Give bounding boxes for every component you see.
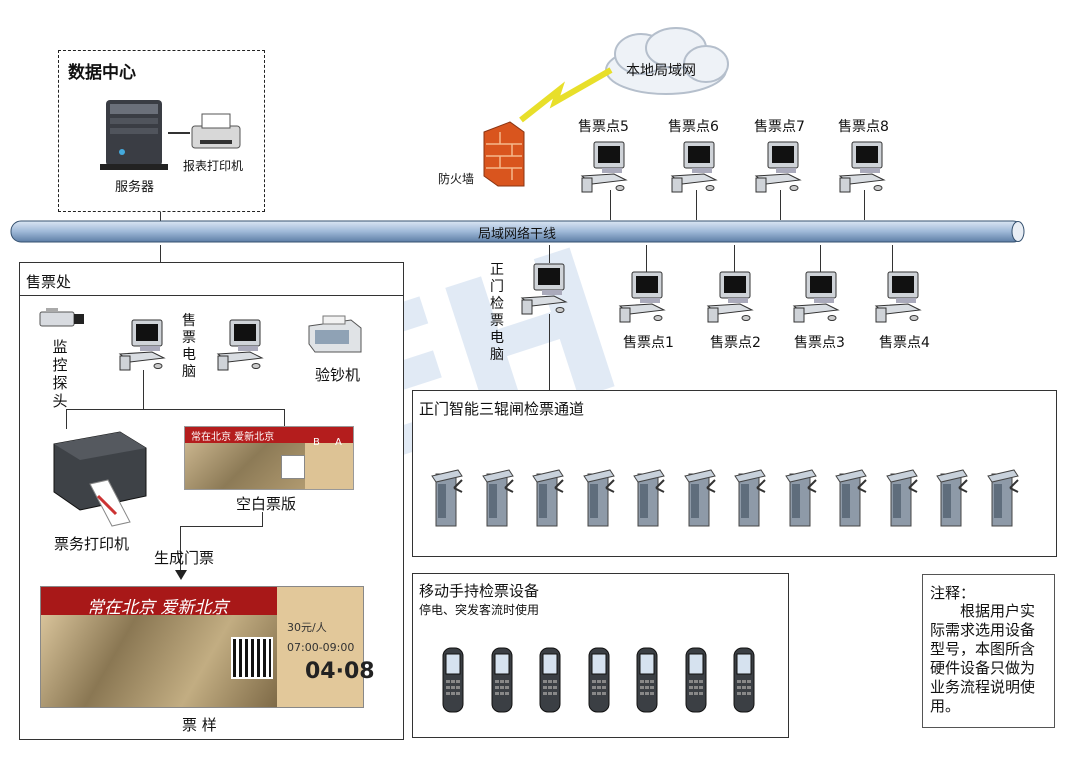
turnstile-icon: [633, 469, 665, 527]
backbone-label: 局域网络干线: [478, 227, 557, 242]
sale-pc-icon: [119, 319, 165, 371]
turnstile-icon: [431, 469, 463, 527]
data-center-box: [58, 50, 265, 212]
turnstile-title: 正门智能三辊闸检票通道: [419, 400, 585, 418]
blank-ticket-seat-b: B: [313, 437, 320, 448]
link-line: [66, 409, 67, 429]
link-line: [610, 190, 611, 220]
firewall-icon: [483, 121, 525, 187]
arrow-down-icon: [175, 570, 187, 580]
server-label: 服务器: [115, 180, 155, 195]
cloud-label: 本地局域网: [626, 63, 696, 79]
pc-icon: [875, 271, 921, 323]
sale-pc-label: 售票电脑: [182, 313, 196, 380]
report-printer-icon: [191, 113, 241, 149]
gate-pc-icon: [521, 263, 567, 315]
data-center-drop: [160, 212, 161, 224]
handheld-subtitle: 停电、突发客流时使用: [419, 603, 540, 617]
handheld-device-icon: [442, 647, 464, 713]
generate-label: 生成门票: [154, 549, 215, 567]
turnstile-icon: [532, 469, 564, 527]
sample-ticket-price: 30元/人: [287, 621, 327, 634]
sale-point-2-label: 售票点2: [710, 335, 761, 351]
ticket-printer-label: 票务打印机: [54, 535, 130, 553]
sale-pc-icon: [217, 319, 263, 371]
link-line: [160, 245, 161, 262]
pc-icon: [707, 271, 753, 323]
link-line: [262, 512, 263, 527]
blank-ticket-seat-a: A: [335, 437, 342, 448]
turnstile-icon: [784, 469, 817, 527]
link-line: [549, 245, 550, 263]
money-checker-icon: [308, 315, 362, 353]
sample-ticket-slogan: 常在北京 爱新北京: [87, 598, 229, 618]
lightning-icon: [519, 67, 613, 123]
handheld-device-icon: [636, 647, 658, 713]
turnstile-icon: [986, 469, 1019, 527]
money-checker-label: 验钞机: [315, 366, 361, 384]
sale-point-8-label: 售票点8: [838, 119, 889, 135]
pc-icon: [581, 141, 627, 193]
handheld-title: 移动手持检票设备: [419, 582, 540, 600]
handheld-device-icon: [588, 647, 609, 713]
sample-ticket-time: 07:00-09:00: [287, 641, 355, 654]
sample-ticket-date: 04·08: [305, 659, 375, 684]
sale-point-7-label: 售票点7: [754, 119, 805, 135]
link-line: [864, 190, 865, 220]
link-line: [143, 370, 144, 410]
link-line: [180, 526, 262, 527]
turnstile-icon: [835, 469, 867, 527]
link-line: [284, 409, 285, 427]
link-line: [734, 245, 735, 273]
sample-ticket-image: 常在北京 爱新北京 30元/人 07:00-09:00 04·08: [40, 586, 375, 708]
link-line: [820, 245, 821, 273]
server-icon: [100, 100, 168, 170]
link-line: [646, 245, 647, 273]
gate-pc-label: 正门检票电脑: [490, 262, 504, 363]
turnstile-icon: [734, 469, 766, 527]
ticket-office-title: 售票处: [26, 273, 72, 291]
pc-icon: [755, 141, 801, 193]
blank-ticket-slogan: 常在北京 爱新北京: [191, 432, 275, 443]
pc-icon: [671, 141, 717, 193]
handheld-device-icon: [733, 647, 755, 713]
sale-point-6-label: 售票点6: [668, 119, 719, 135]
pc-icon: [619, 271, 665, 323]
turnstile-icon: [885, 469, 918, 527]
sale-point-1-label: 售票点1: [623, 335, 674, 351]
ticket-printer-icon: [53, 431, 147, 527]
handheld-device-icon: [491, 647, 512, 713]
sale-point-4-label: 售票点4: [879, 335, 930, 351]
report-printer-label: 报表打印机: [183, 159, 244, 173]
pc-icon: [839, 141, 885, 193]
blank-ticket-image: 常在北京 爱新北京 B A: [184, 426, 354, 490]
link-line: [66, 409, 284, 410]
note-box: [922, 574, 1055, 728]
handheld-device-icon: [685, 647, 706, 713]
pc-icon: [793, 271, 839, 323]
link-line: [696, 190, 697, 220]
link-line: [180, 527, 181, 575]
blank-ticket-label: 空白票版: [236, 495, 297, 513]
turnstile-icon: [683, 469, 716, 527]
link-line: [892, 245, 893, 273]
backbone-bar: [10, 220, 1025, 243]
sale-point-5-label: 售票点5: [578, 119, 629, 135]
turnstile-icon: [582, 469, 615, 527]
divider: [19, 295, 404, 296]
turnstile-icon: [481, 469, 514, 527]
sample-label: 票 样: [182, 716, 217, 734]
server-printer-link: [168, 132, 190, 134]
camera-icon: [39, 308, 84, 327]
note-text: 根据用户实际需求选用设备型号，本图所含硬件设备只做为业务流程说明使用。: [930, 602, 1036, 715]
camera-label: 监控探头: [52, 338, 68, 410]
data-center-title: 数据中心: [68, 63, 136, 83]
sale-point-3-label: 售票点3: [794, 335, 845, 351]
link-line: [549, 314, 550, 390]
turnstile-icon: [936, 469, 968, 527]
handheld-device-icon: [539, 647, 561, 713]
firewall-label: 防火墙: [438, 172, 475, 186]
link-line: [780, 190, 781, 220]
note-title: 注释：: [930, 584, 976, 602]
